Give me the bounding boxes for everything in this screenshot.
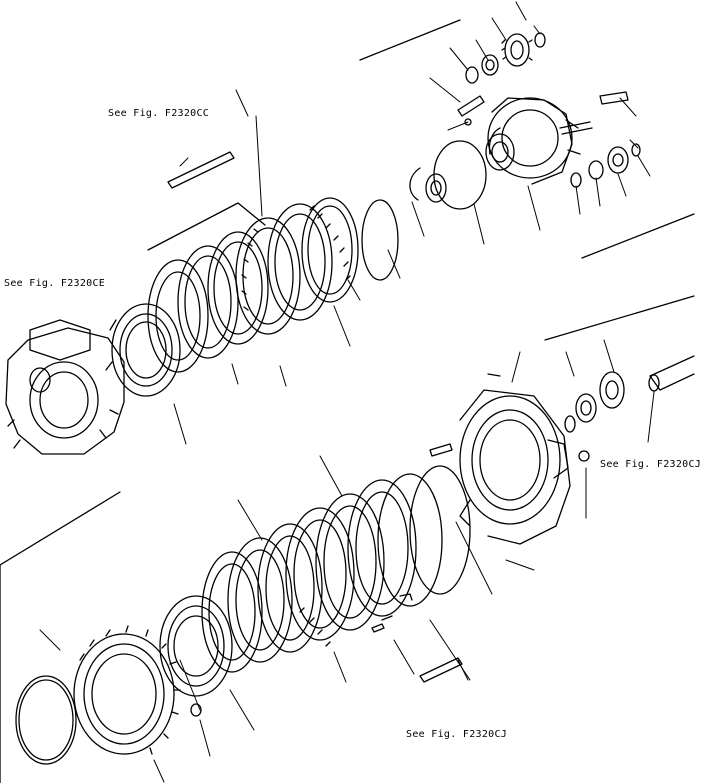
group-boundary-lines — [0, 19, 695, 783]
housing-left — [5, 319, 125, 455]
reference-label-bottom: See Fig. F2320CJ — [406, 729, 508, 740]
cover-lower-left — [15, 625, 202, 765]
reference-label-right: See Fig. F2320CJ — [600, 459, 701, 470]
reference-label-top: See Fig. F2320CC — [108, 108, 210, 119]
carrier-assembly-top — [409, 32, 641, 210]
reference-label-left: See Fig. F2320CE — [4, 278, 106, 289]
clutch-pack-upper — [105, 151, 399, 397]
carrier-assembly-middle — [429, 355, 695, 545]
clutch-pack-lower — [159, 465, 471, 697]
leader-lines — [39, 1, 655, 783]
